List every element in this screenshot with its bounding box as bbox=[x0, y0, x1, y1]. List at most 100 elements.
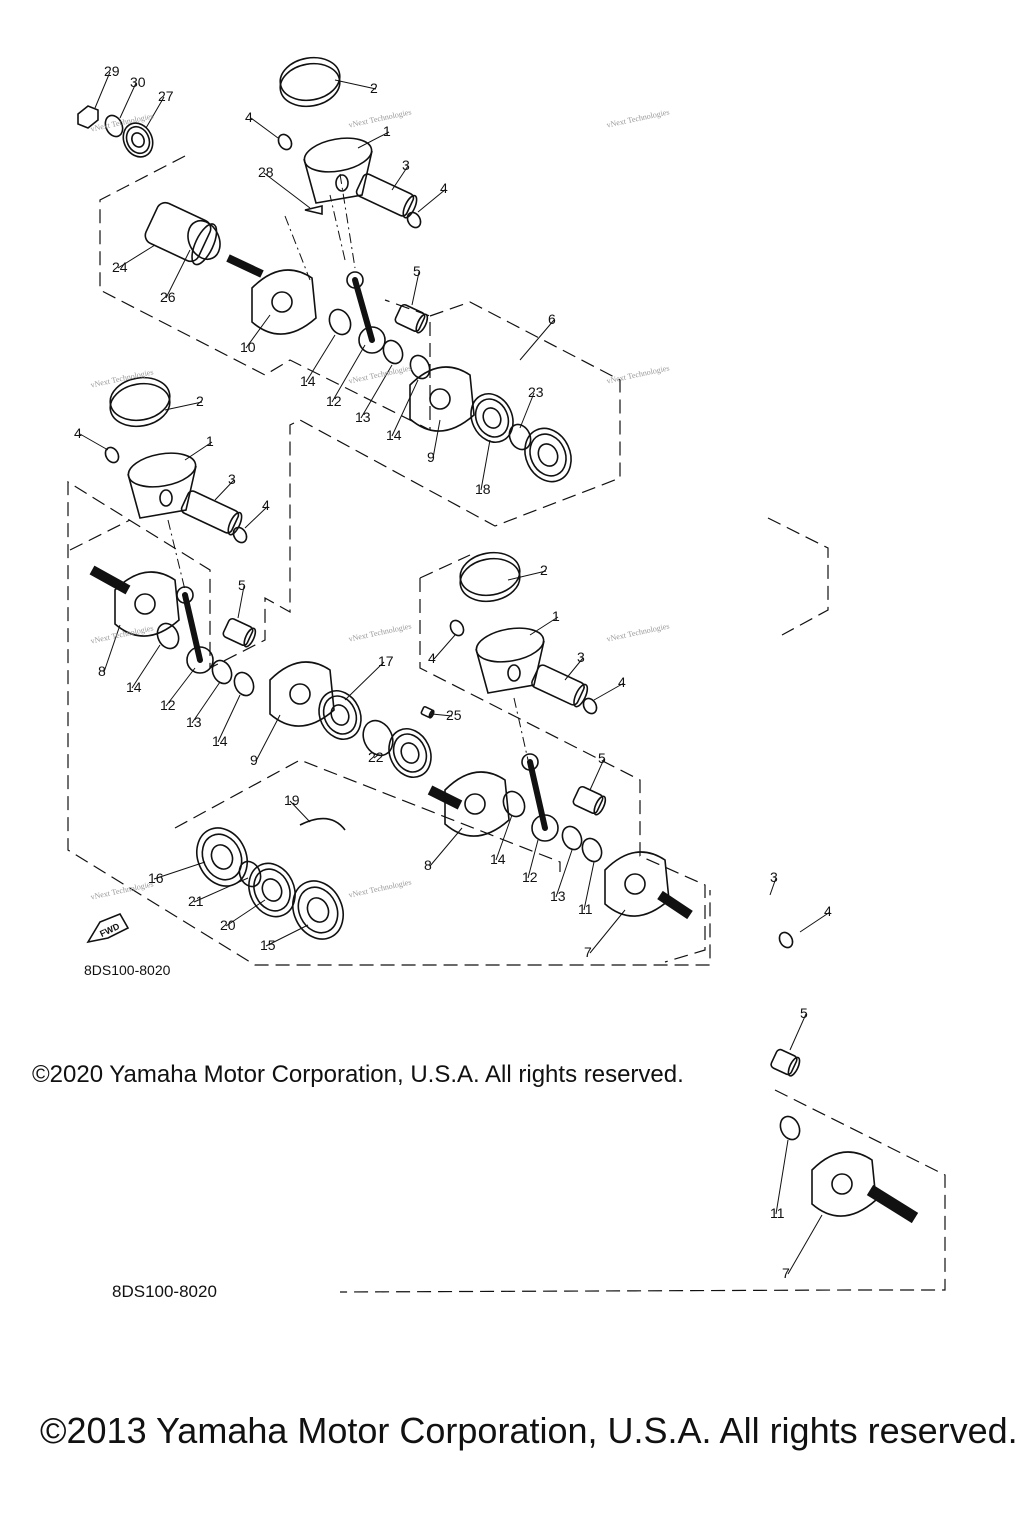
washer-14-right bbox=[502, 790, 526, 818]
piston-1-mid-crown bbox=[127, 452, 197, 488]
leader-line bbox=[153, 861, 206, 880]
bearing-16-bore bbox=[210, 844, 234, 870]
pin-25 bbox=[420, 705, 435, 719]
diagram-code: 8DS100-8020 bbox=[84, 962, 171, 978]
piston-1-right-skirt bbox=[475, 640, 545, 694]
leader-line bbox=[344, 661, 385, 701]
bushing-5-lower-end bbox=[787, 1056, 801, 1077]
leader-line bbox=[165, 249, 191, 299]
bushing-5-lower bbox=[770, 1048, 801, 1077]
part-number-label: 18 bbox=[475, 481, 491, 497]
piston-pin-3-right bbox=[531, 664, 589, 708]
part-number-label: 16 bbox=[148, 870, 164, 886]
bearing-17-b-race bbox=[392, 733, 428, 773]
rod-12-top-small-end bbox=[346, 271, 364, 289]
part-number-label: 8 bbox=[424, 857, 432, 873]
bearing-17-b-bore bbox=[400, 742, 420, 764]
leader-line bbox=[391, 379, 419, 437]
part-number-label: 3 bbox=[402, 157, 410, 173]
dashed-boundary bbox=[339, 1089, 946, 1293]
leader-line bbox=[245, 314, 271, 349]
bearing-17-b-outer bbox=[388, 728, 432, 778]
part-number-label: 4 bbox=[245, 109, 253, 125]
piston-1-top-pin-boss bbox=[335, 174, 349, 192]
part-number-label: 7 bbox=[782, 1265, 790, 1281]
part-number-label: 23 bbox=[528, 384, 544, 400]
fwd-arrow-icon bbox=[86, 912, 130, 944]
piston-pin-3-mid bbox=[180, 490, 243, 536]
piston-ring-2-right-second bbox=[459, 551, 521, 597]
copyright-2013: ©2013 Yamaha Motor Corporation, U.S.A. A… bbox=[40, 1410, 1018, 1451]
piston-1-right-crown bbox=[475, 627, 545, 663]
part-number-label: 28 bbox=[258, 164, 274, 180]
bearing-27-bore bbox=[131, 132, 145, 148]
crank-9-mid-web bbox=[269, 661, 335, 727]
part-number-label: 3 bbox=[770, 869, 778, 885]
dashed-boundary bbox=[767, 517, 829, 636]
part-number-label: 26 bbox=[160, 289, 176, 305]
seal-20-outer bbox=[248, 862, 296, 918]
leader-line bbox=[480, 439, 491, 491]
part-number-label: 30 bbox=[130, 74, 146, 90]
crank-9-top-web bbox=[409, 366, 475, 432]
bushing-5-right bbox=[572, 785, 607, 816]
part-number-label: 27 bbox=[158, 88, 174, 104]
washer-14-b bbox=[409, 354, 431, 380]
part-number-label: 21 bbox=[188, 893, 204, 909]
leader-line bbox=[799, 911, 831, 933]
washer-14 bbox=[328, 308, 352, 336]
part-number-label: 13 bbox=[550, 888, 566, 904]
leader-line bbox=[589, 758, 605, 791]
leader-line bbox=[117, 244, 156, 269]
pin-25-body bbox=[420, 705, 434, 719]
bearing-24 bbox=[144, 201, 218, 266]
crank-7-lower-journal bbox=[831, 1173, 853, 1195]
bushing-5-right-end bbox=[593, 795, 607, 816]
circlip-4 bbox=[277, 133, 293, 151]
part-number-label: 5 bbox=[238, 577, 246, 593]
leader-line bbox=[431, 713, 453, 717]
dashed-boundary bbox=[99, 155, 431, 431]
part-number-label: 14 bbox=[490, 851, 506, 867]
washer-14-mid-b bbox=[233, 671, 255, 697]
center-line bbox=[339, 173, 356, 269]
leader-line bbox=[225, 899, 266, 927]
crank-shaft-7 bbox=[657, 890, 693, 920]
part-number-label: 13 bbox=[186, 714, 202, 730]
leader-line bbox=[79, 433, 109, 451]
leader-line bbox=[165, 667, 196, 707]
leader-line bbox=[417, 188, 447, 213]
leader-line bbox=[555, 849, 573, 898]
dashed-boundary bbox=[69, 519, 131, 551]
part-number-label: 8 bbox=[98, 663, 106, 679]
leader-line bbox=[507, 570, 547, 581]
leader-line bbox=[289, 800, 311, 823]
part-number-label: 15 bbox=[260, 937, 276, 953]
leader-line bbox=[305, 334, 336, 383]
bearing-18-b-bore bbox=[537, 443, 559, 467]
spacer-22 bbox=[362, 719, 394, 757]
leader-line bbox=[583, 861, 595, 911]
circlip-4-mid bbox=[104, 446, 120, 464]
part-number-label: 17 bbox=[378, 653, 394, 669]
crank-8-web bbox=[114, 571, 180, 637]
leader-line bbox=[131, 644, 161, 689]
bearing-13 bbox=[382, 339, 404, 365]
part-number-label: 4 bbox=[440, 180, 448, 196]
leader-line bbox=[775, 1139, 789, 1215]
seal-20-bore bbox=[261, 878, 283, 902]
circlip-4-lower bbox=[778, 931, 794, 949]
crank-8-journal bbox=[134, 593, 156, 615]
piston-pin-3-mid-end bbox=[227, 511, 243, 536]
crank-10-web bbox=[251, 269, 317, 335]
part-number-label: 6 bbox=[548, 311, 556, 327]
crank-shaft-7-lower bbox=[866, 1184, 919, 1224]
bearing-17-race bbox=[322, 695, 358, 735]
bearing-18-outer bbox=[470, 393, 514, 443]
part-number-label: 2 bbox=[196, 393, 204, 409]
rod-12-top-big-end bbox=[358, 326, 386, 354]
leader-line bbox=[237, 585, 245, 619]
part-number-label: 19 bbox=[284, 792, 300, 808]
leader-line bbox=[527, 839, 539, 879]
bearing-16-outer bbox=[196, 827, 248, 887]
